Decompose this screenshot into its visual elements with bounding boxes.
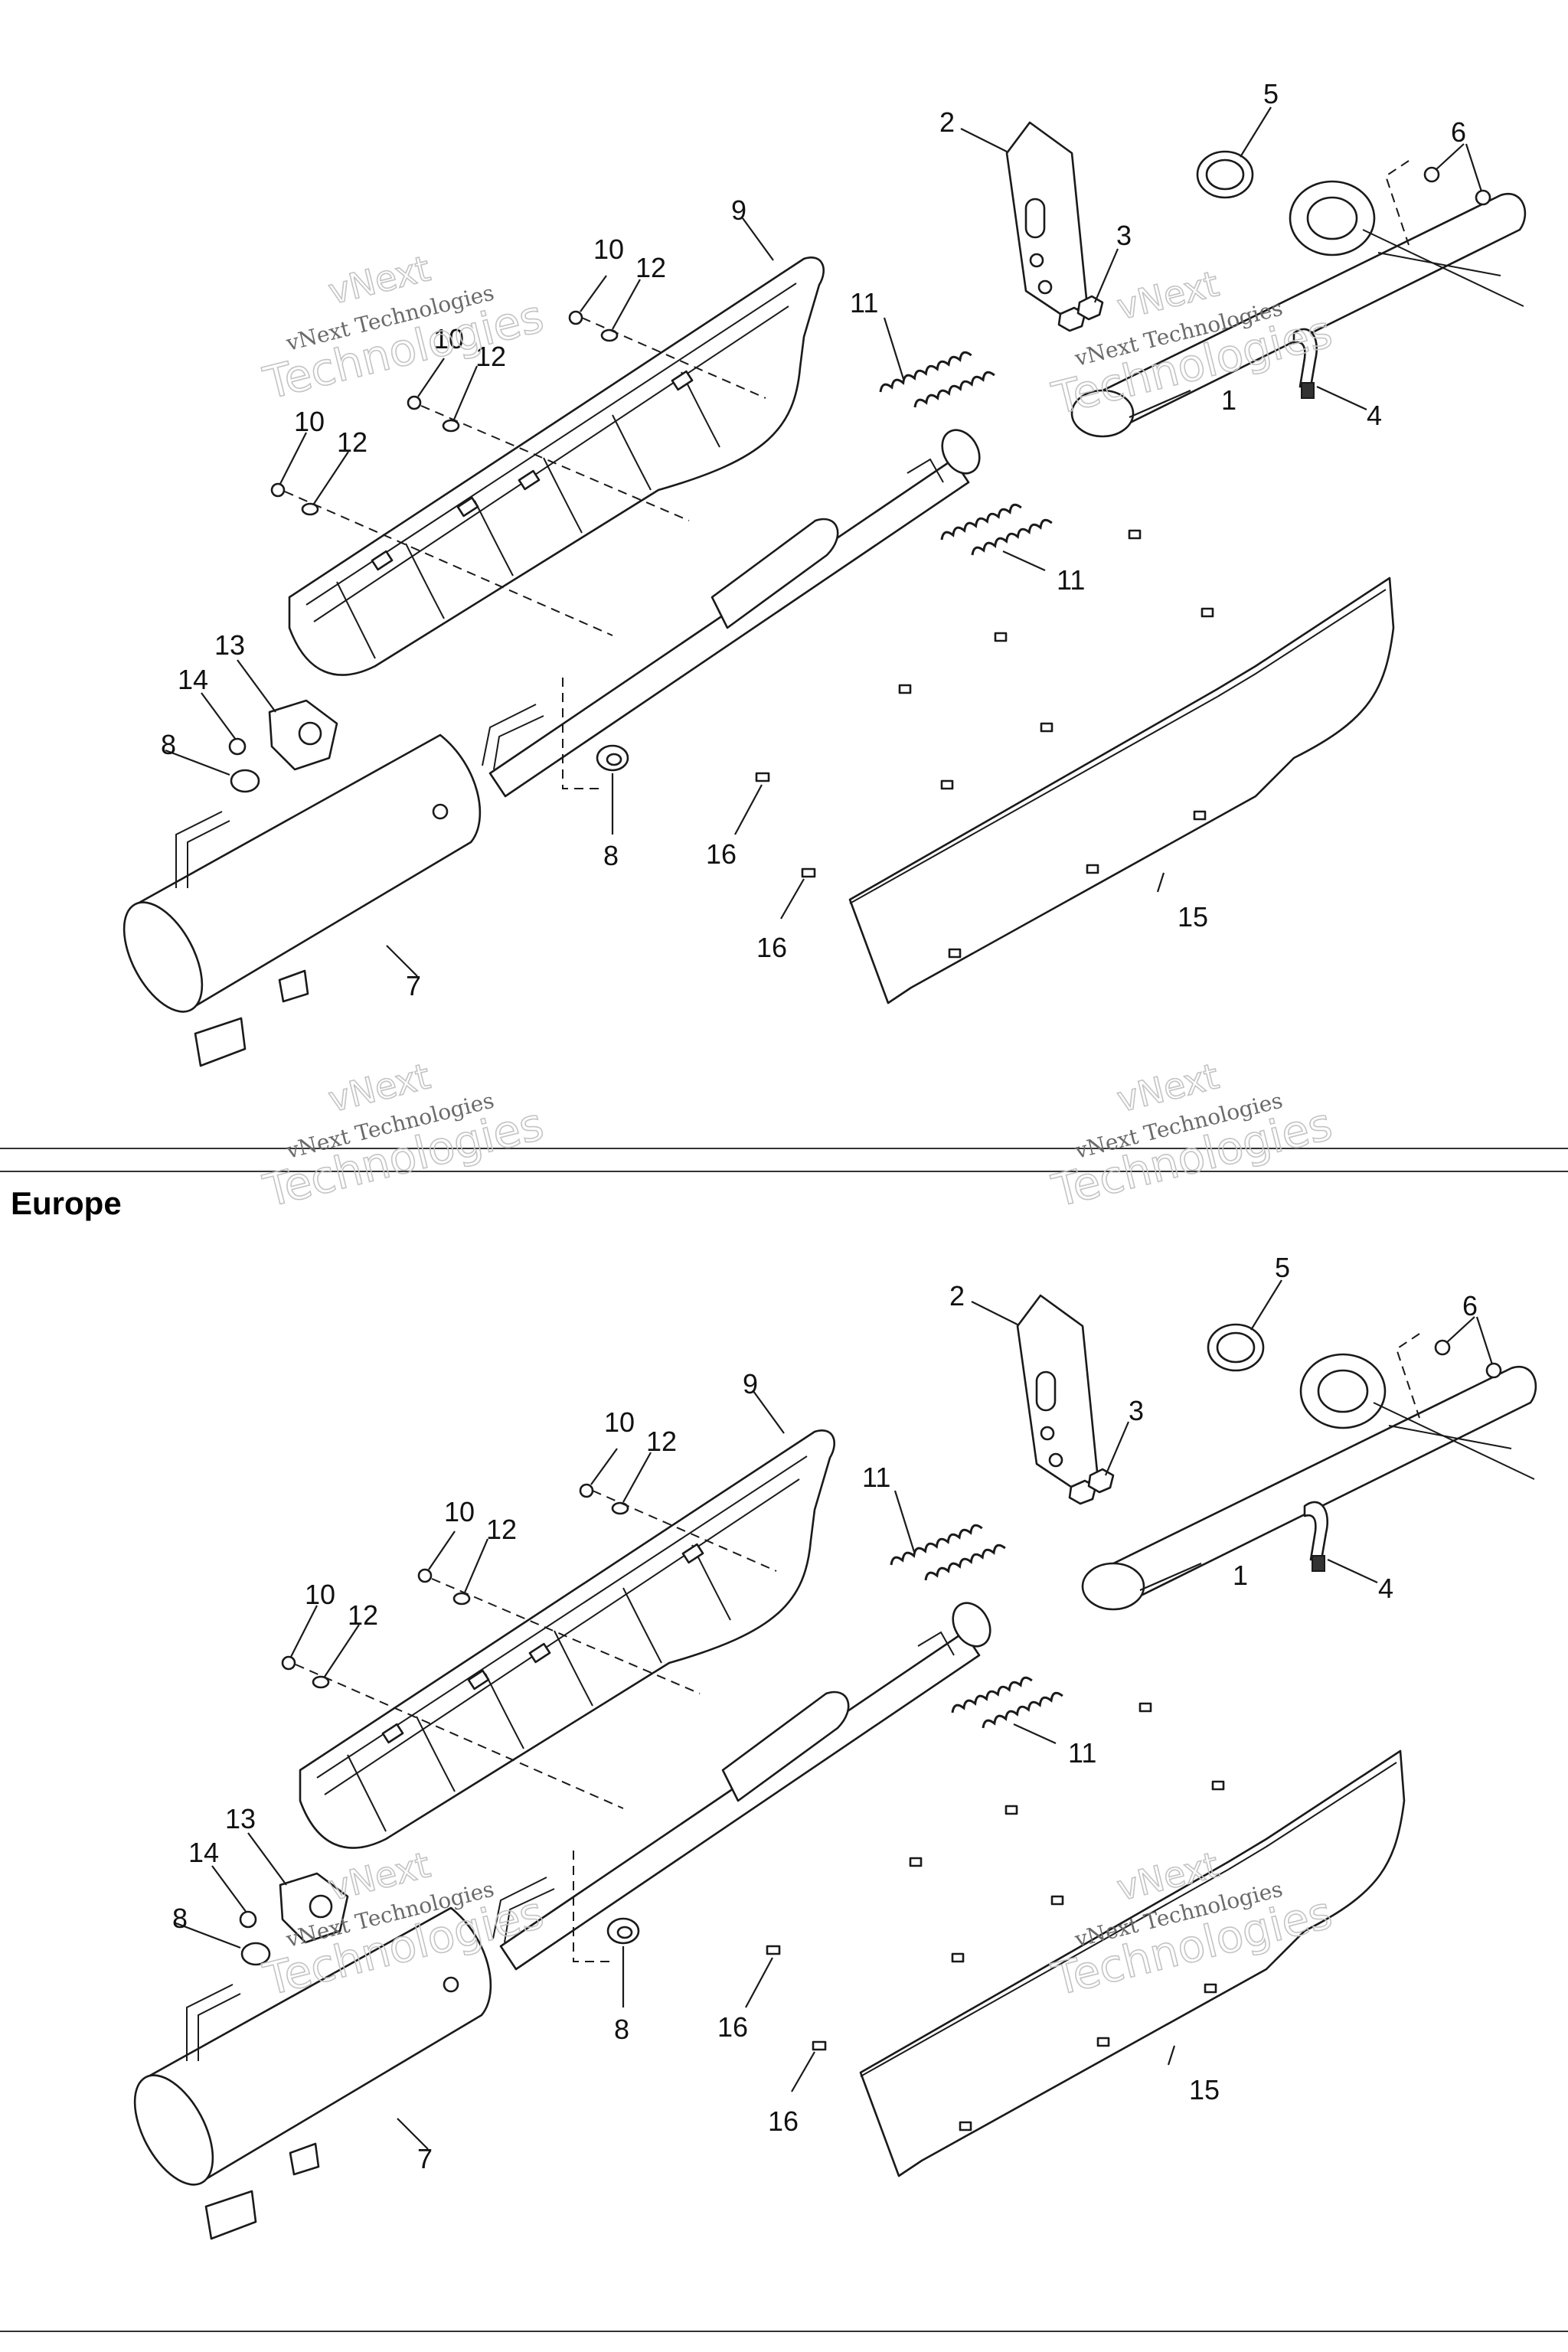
callout-9: 9	[731, 194, 746, 226]
callout-10-a: 10	[604, 1406, 635, 1438]
callout-11-a: 11	[850, 287, 878, 318]
callout-8-center: 8	[603, 840, 619, 871]
callout-2: 2	[949, 1280, 965, 1312]
callout-9: 9	[743, 1368, 758, 1400]
callout-14: 14	[178, 664, 208, 695]
europe-diagram: 1 2 3 4 5 6 7 8 8 9 10 12 10 12 10 12 11…	[117, 1252, 1537, 2240]
callout-12-c: 12	[337, 426, 368, 458]
callout-15: 15	[1178, 901, 1208, 933]
top-diagram: 1 2 3 4 5 6 7 8 8 9 10 12 10 12 10 12 11…	[106, 78, 1527, 1067]
callout-10-b: 10	[444, 1496, 475, 1527]
callout-8-left: 8	[161, 729, 176, 760]
callout-13: 13	[214, 629, 245, 661]
callout-11-b: 11	[1068, 1737, 1096, 1769]
callout-11-a: 11	[862, 1462, 890, 1493]
europe-callouts: 1 2 3 4 5 6 7 8 8 9 10 12 10 12 10 12 11…	[172, 1252, 1478, 2174]
callout-15: 15	[1189, 2074, 1220, 2105]
callout-12-a: 12	[635, 252, 666, 283]
watermark: vNext vNext Technologies Technologies	[258, 1054, 550, 1217]
callout-16-a: 16	[717, 2011, 748, 2043]
callout-14: 14	[188, 1837, 219, 1868]
callout-4: 4	[1367, 400, 1382, 431]
callout-12-b: 12	[475, 341, 506, 372]
top-callouts: 1 2 3 4 5 6 7 8 8 9 10 12 10 12 10 12 11…	[161, 78, 1466, 1001]
section-heading: Europe	[11, 1185, 122, 1221]
callout-12-b: 12	[486, 1514, 517, 1545]
callout-10-b: 10	[433, 323, 464, 354]
callout-6: 6	[1462, 1290, 1478, 1321]
watermark: vNext vNext Technologies Technologies	[1047, 1054, 1338, 1217]
callout-2: 2	[939, 106, 955, 138]
callout-1: 1	[1221, 384, 1236, 416]
callout-1: 1	[1233, 1560, 1248, 1591]
callout-13: 13	[225, 1803, 256, 1834]
callout-16-b: 16	[756, 932, 787, 963]
callout-5: 5	[1263, 78, 1279, 109]
callout-10-c: 10	[294, 406, 325, 437]
callout-11-b: 11	[1057, 564, 1085, 596]
callout-8-left: 8	[172, 1903, 188, 1934]
watermark: vNext vNext Technologies Technologies	[258, 247, 550, 410]
callout-8-center: 8	[614, 2014, 629, 2045]
callout-4: 4	[1378, 1573, 1393, 1604]
callout-6: 6	[1451, 116, 1466, 148]
callout-3: 3	[1116, 220, 1132, 251]
callout-16-a: 16	[706, 838, 737, 870]
callout-12-a: 12	[646, 1426, 677, 1457]
callout-16-b: 16	[768, 2105, 799, 2137]
callout-3: 3	[1129, 1395, 1144, 1426]
callout-7: 7	[417, 2143, 433, 2174]
callout-12-c: 12	[348, 1599, 378, 1631]
callout-10-c: 10	[305, 1579, 335, 1610]
callout-5: 5	[1275, 1252, 1290, 1283]
callout-7: 7	[406, 970, 421, 1001]
callout-10-a: 10	[593, 234, 624, 265]
